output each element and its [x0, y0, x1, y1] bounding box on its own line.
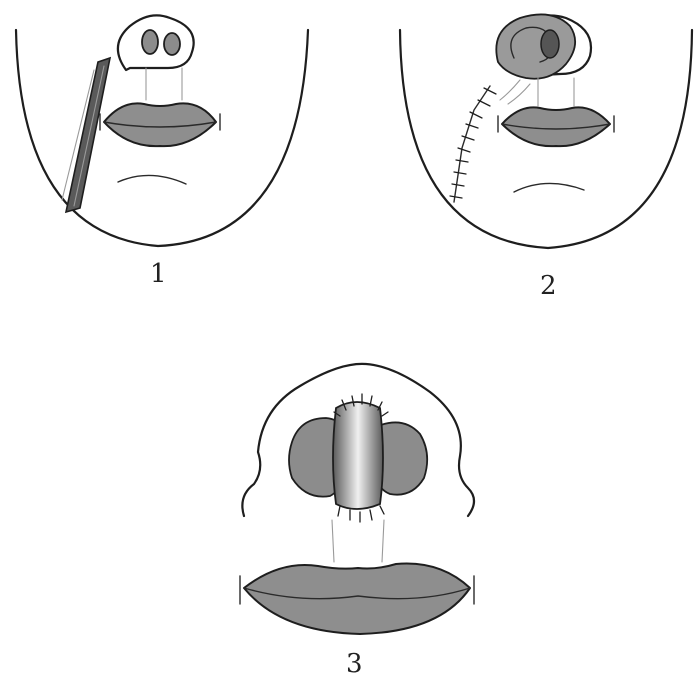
panel-1-left-nostril: [142, 30, 158, 54]
panel-3-illustration: 3: [240, 364, 474, 679]
panel-1-nasolabial-flap: [66, 58, 110, 212]
panel-2-label: 2: [540, 271, 557, 301]
panel-1-illustration: 1: [16, 15, 308, 289]
panel-3-lips: [244, 564, 470, 635]
panel-2-philtrum: [538, 78, 574, 106]
panel-2-chin-line: [514, 183, 584, 192]
panel-1-right-nostril: [164, 33, 180, 55]
panel-1-label: 1: [150, 259, 167, 289]
panel-3-philtrum: [332, 520, 384, 562]
panel-2-flap-pedicle: [500, 80, 530, 104]
panel-1-chin-line: [118, 175, 186, 184]
panel-2-flap-core: [541, 30, 559, 58]
panel-3-columella-graft: [333, 402, 383, 509]
panel-2-illustration: 2: [400, 14, 692, 301]
panel-2-rotated-flap: [496, 14, 575, 78]
panel-1-philtrum: [146, 68, 182, 100]
panel-3-label: 3: [346, 649, 363, 679]
